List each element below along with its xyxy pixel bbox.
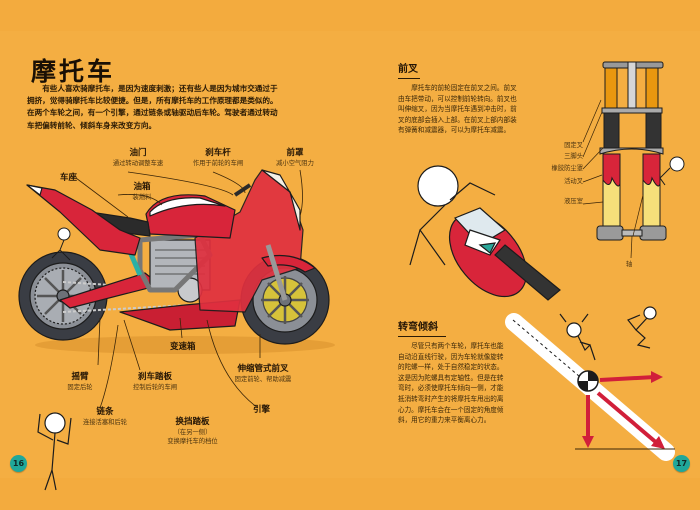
label-throttle: 油门 通过转动调整车速 xyxy=(98,146,178,167)
label-title: 油箱 xyxy=(133,182,151,192)
front-fork-illustration xyxy=(596,61,685,241)
label-title: 前罩 xyxy=(286,148,304,158)
handlebar xyxy=(233,183,252,197)
label-brake-lever: 刹车杆 作用于前轮的车闸 xyxy=(178,146,258,167)
leader-lines xyxy=(75,169,303,409)
tail xyxy=(26,184,141,256)
label-desc: 控制后轮的车闸 xyxy=(132,384,178,391)
fork-label-dust-boot: 橡胶防尘罩 xyxy=(551,165,583,172)
label-chain: 链条 连接活塞和后轮 xyxy=(75,405,135,426)
label-desc: 固定前轮、帮助减震 xyxy=(234,376,292,383)
fork-label-sliding: 活动叉 xyxy=(564,178,583,185)
stick-figure-cheering xyxy=(37,412,72,491)
page-title: 摩托车 xyxy=(31,57,116,86)
label-engine: 引擎 xyxy=(253,405,271,415)
label-desc: 固定后轮 xyxy=(67,384,93,391)
label-title: 油门 xyxy=(129,148,147,158)
label-fuel-tank: 油箱 装燃料 xyxy=(122,180,162,201)
label-gear-pedal: 换挡踏板 （在另一侧） 变换摩托车的档位 xyxy=(160,415,225,445)
stick-figures-lean xyxy=(559,306,657,361)
force-arrows xyxy=(582,371,665,449)
fork-label-hydraulic: 液压室 xyxy=(564,198,583,205)
label-brake-pedal: 刹车踏板 控制后轮的车闸 xyxy=(120,370,190,391)
fork-section: 前叉 摩托车的前轮固定在前叉之间。前叉由车把带动，可以控制前轮转向。前叉也叫伸缩… xyxy=(398,57,523,136)
page-number-right: 17 xyxy=(673,455,690,472)
leaning-bike-illustration xyxy=(409,165,561,301)
label-seat: 车座 xyxy=(60,173,78,183)
lean-diagram xyxy=(505,306,675,461)
label-gearbox: 变速箱 xyxy=(170,342,196,352)
label-fairing: 前罩 减小空气阻力 xyxy=(260,146,330,167)
bottom-band xyxy=(0,478,700,510)
fork-label-triple-clamp: 三脚头 xyxy=(564,153,583,160)
label-note: （在另一侧） xyxy=(173,429,212,436)
label-title: 伸缩管式前叉 xyxy=(237,364,289,374)
label-title: 刹车踏板 xyxy=(137,372,172,382)
fork-label-axle: 轴 xyxy=(626,261,633,268)
fork-labels: 固定叉 三脚头 橡胶防尘罩 活动叉 液压室 xyxy=(540,137,583,205)
rear-wheel xyxy=(18,251,108,341)
label-title: 链条 xyxy=(96,407,114,417)
lean-section: 转弯倾斜 尽管只有两个车轮，摩托车也能自动沿直线行驶，因为车轮就像旋转的陀螺一样… xyxy=(398,315,510,426)
lean-section-text: 尽管只有两个车轮，摩托车也能自动沿直线行驶，因为车轮就像旋转的陀螺一样，处于自然… xyxy=(398,342,504,425)
label-swingarm: 摇臂 固定后轮 xyxy=(60,370,100,391)
rubber-boot xyxy=(603,112,662,149)
label-desc: 减小空气阻力 xyxy=(276,160,314,167)
intro-paragraph: 有些人喜欢骑摩托车，是因为速度刺激；还有些人是因为城市交通过于拥挤，觉得骑摩托车… xyxy=(27,84,278,130)
label-title: 摇臂 xyxy=(71,372,89,382)
label-desc: 通过转动调整车速 xyxy=(112,160,164,167)
fork-leader-lines xyxy=(582,99,644,259)
fork-section-title: 前叉 xyxy=(398,60,420,79)
label-desc: 连接活塞和后轮 xyxy=(82,419,128,426)
label-desc: 装燃料 xyxy=(132,194,152,201)
label-desc: 作用于前轮的车闸 xyxy=(192,160,244,167)
top-band xyxy=(0,0,700,31)
stick-figure-rider xyxy=(51,227,71,261)
centrifugal-arrow xyxy=(599,375,656,382)
page-number-left: 16 xyxy=(10,455,27,472)
center-of-mass-icon xyxy=(577,370,599,392)
fork-label-fixed: 固定叉 xyxy=(564,142,583,149)
label-title: 刹车杆 xyxy=(205,148,231,158)
lean-section-title: 转弯倾斜 xyxy=(398,318,446,337)
label-telescopic-fork: 伸缩管式前叉 固定前轮、帮助减震 xyxy=(228,362,298,383)
label-title: 换挡踏板 xyxy=(175,417,210,427)
fairing xyxy=(194,169,304,313)
motorcycle-illustration xyxy=(18,169,330,345)
fork-section-text: 摩托车的前轮固定在前叉之间。前叉由车把带动，可以控制前轮转向。前叉也叫伸缩叉，因… xyxy=(398,84,517,135)
label-desc: 变换摩托车的档位 xyxy=(167,438,218,445)
resultant-arrow xyxy=(596,391,660,446)
